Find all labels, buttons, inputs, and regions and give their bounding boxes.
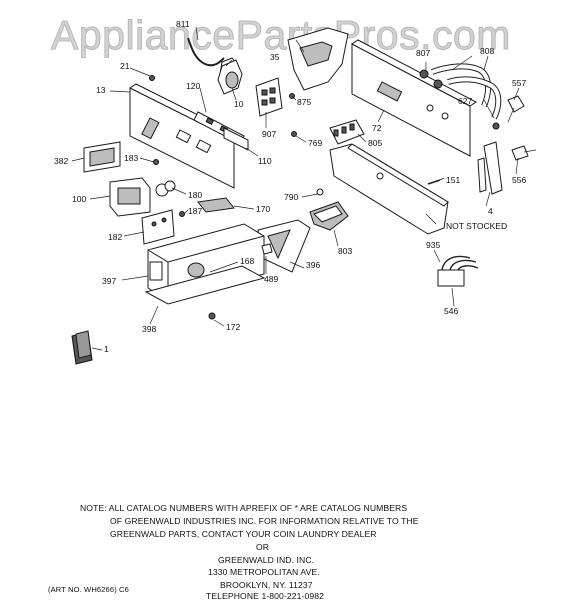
part-808-hoses	[419, 63, 502, 130]
label-170: 170	[256, 204, 270, 214]
label-183: 183	[124, 153, 138, 163]
exploded-parts-diagram: 811 21 35 808 807 557 13 120 10 875 627 …	[54, 19, 537, 365]
part-labels: 811 21 35 808 807 557 13 120 10 875 627 …	[54, 19, 526, 354]
part-72-rear-panel	[351, 39, 477, 157]
part-151-channel	[329, 143, 449, 235]
label-180: 180	[188, 190, 202, 200]
label-875: 875	[297, 97, 311, 107]
note-line-3: GREENWALD PARTS, CONTACT YOUR COIN LAUND…	[110, 529, 377, 539]
part-811-wire	[187, 37, 225, 67]
label-803: 803	[338, 246, 352, 256]
part-907-terminal-block	[255, 77, 283, 117]
part-557	[507, 95, 525, 123]
note-line-4: OR	[256, 542, 270, 552]
art-number: (ART NO. WH6266) C6	[48, 585, 129, 594]
watermark: AppliancePartsPros.com	[51, 12, 511, 59]
screw-21	[149, 75, 155, 81]
part-100-timer	[109, 177, 169, 217]
note-line-5: GREENWALD IND. INC.	[218, 555, 315, 565]
label-110: 110	[258, 156, 272, 166]
label-907: 907	[262, 129, 276, 139]
label-790: 790	[284, 192, 298, 202]
part-398-base	[144, 265, 266, 305]
part-1-manual	[71, 330, 93, 365]
part-170	[197, 197, 235, 213]
label-182: 182	[108, 232, 122, 242]
upper-shroud	[287, 27, 349, 91]
label-397: 397	[102, 276, 116, 286]
screw-183	[153, 159, 159, 165]
part-489	[261, 243, 273, 255]
part-546-harness	[437, 255, 479, 287]
label-769: 769	[308, 138, 322, 148]
note-line-6: 1330 METROPOLITAN AVE.	[208, 567, 320, 577]
label-805: 805	[368, 138, 382, 148]
label-not-stocked: NOT STOCKED	[446, 221, 507, 231]
part-180	[164, 180, 176, 192]
leader-lines	[71, 26, 520, 351]
label-546: 546	[444, 306, 458, 316]
screw-172	[208, 312, 216, 320]
label-151: 151	[446, 175, 460, 185]
label-811: 811	[176, 19, 190, 29]
part-110	[223, 127, 249, 151]
label-10: 10	[234, 99, 244, 109]
screw-187	[179, 211, 185, 217]
label-627: 627	[458, 96, 472, 106]
label-557: 557	[512, 78, 526, 88]
label-13: 13	[96, 85, 106, 95]
part-4-support	[477, 141, 503, 195]
note-line-7: BROOKLYN, NY. 11237	[220, 580, 313, 590]
label-187: 187	[188, 206, 202, 216]
label-100: 100	[72, 194, 86, 204]
label-398: 398	[142, 324, 156, 334]
label-35: 35	[270, 52, 280, 62]
part-803	[309, 188, 349, 231]
label-4: 4	[488, 206, 493, 216]
part-182	[141, 209, 175, 245]
label-72: 72	[372, 123, 382, 133]
part-396	[257, 219, 311, 273]
label-120: 120	[186, 81, 200, 91]
label-489: 489	[264, 274, 278, 284]
label-808: 808	[480, 46, 494, 56]
label-21: 21	[120, 61, 130, 71]
note-line-8: TELEPHONE 1-800-221-0982	[206, 591, 324, 601]
part-556	[511, 145, 537, 161]
label-168: 168	[240, 256, 254, 266]
label-396: 396	[306, 260, 320, 270]
label-1: 1	[104, 344, 109, 354]
note-line-2: OF GREENWALD INDUSTRIES INC. FOR INFORMA…	[110, 516, 419, 526]
part-10-knob	[217, 59, 243, 95]
label-807: 807	[416, 48, 430, 58]
label-172: 172	[226, 322, 240, 332]
label-935: 935	[426, 240, 440, 250]
screw-769	[291, 131, 297, 137]
label-382: 382	[54, 156, 68, 166]
part-382	[83, 141, 121, 173]
label-556: 556	[512, 175, 526, 185]
note-line-1: NOTE: ALL CATALOG NUMBERS WITH APREFIX O…	[80, 503, 408, 513]
part-805	[329, 119, 365, 145]
